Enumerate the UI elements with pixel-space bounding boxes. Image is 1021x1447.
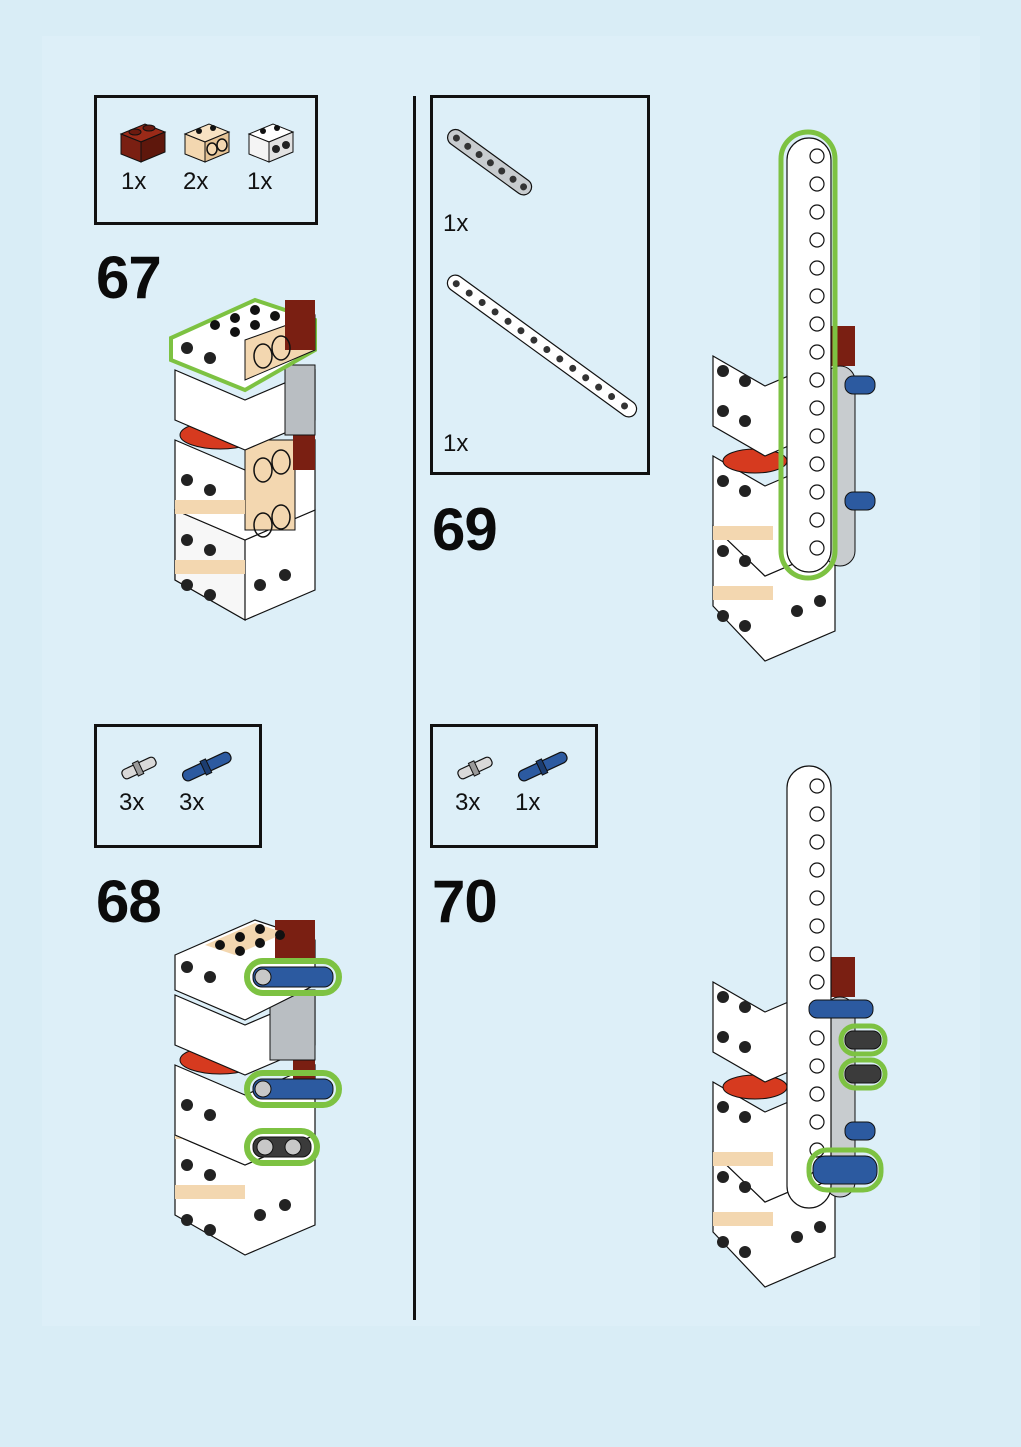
part-qty: 2x [183, 170, 208, 194]
parts-callout-step-67: 1x 2x 1x [94, 95, 318, 225]
model-step-67 [165, 280, 335, 640]
step-number: 67 [96, 248, 161, 308]
model-step-68 [165, 905, 355, 1265]
technic-axle-pin-blue-icon [513, 747, 573, 787]
part-qty: 3x [179, 791, 204, 815]
brick-1x2-dark-red-icon [119, 120, 167, 162]
technic-beam-15-white-icon [437, 256, 647, 436]
step-number: 70 [432, 872, 497, 932]
step-number: 68 [96, 872, 161, 932]
parts-callout-step-70: 3x 1x [430, 724, 598, 848]
parts-callout-step-69: 1x 1x [430, 95, 650, 475]
part-qty: 1x [443, 432, 468, 456]
part-qty: 1x [247, 170, 272, 194]
model-step-69 [705, 126, 895, 666]
technic-brick-1x2-tan-icon [183, 120, 231, 164]
part-qty: 1x [121, 170, 146, 194]
column-divider [413, 96, 416, 1320]
part-qty: 1x [515, 791, 540, 815]
technic-brick-1x2-white-icon [247, 120, 295, 164]
model-step-70 [705, 762, 895, 1292]
technic-pin-light-gray-icon [117, 753, 161, 783]
part-qty: 1x [443, 212, 468, 236]
parts-callout-step-68: 3x 3x [94, 724, 262, 848]
technic-beam-7-light-gray-icon [439, 118, 539, 208]
part-qty: 3x [455, 791, 480, 815]
technic-pin-light-gray-icon [453, 753, 497, 783]
step-number: 69 [432, 500, 497, 560]
technic-axle-pin-blue-icon [177, 747, 237, 787]
part-qty: 3x [119, 791, 144, 815]
